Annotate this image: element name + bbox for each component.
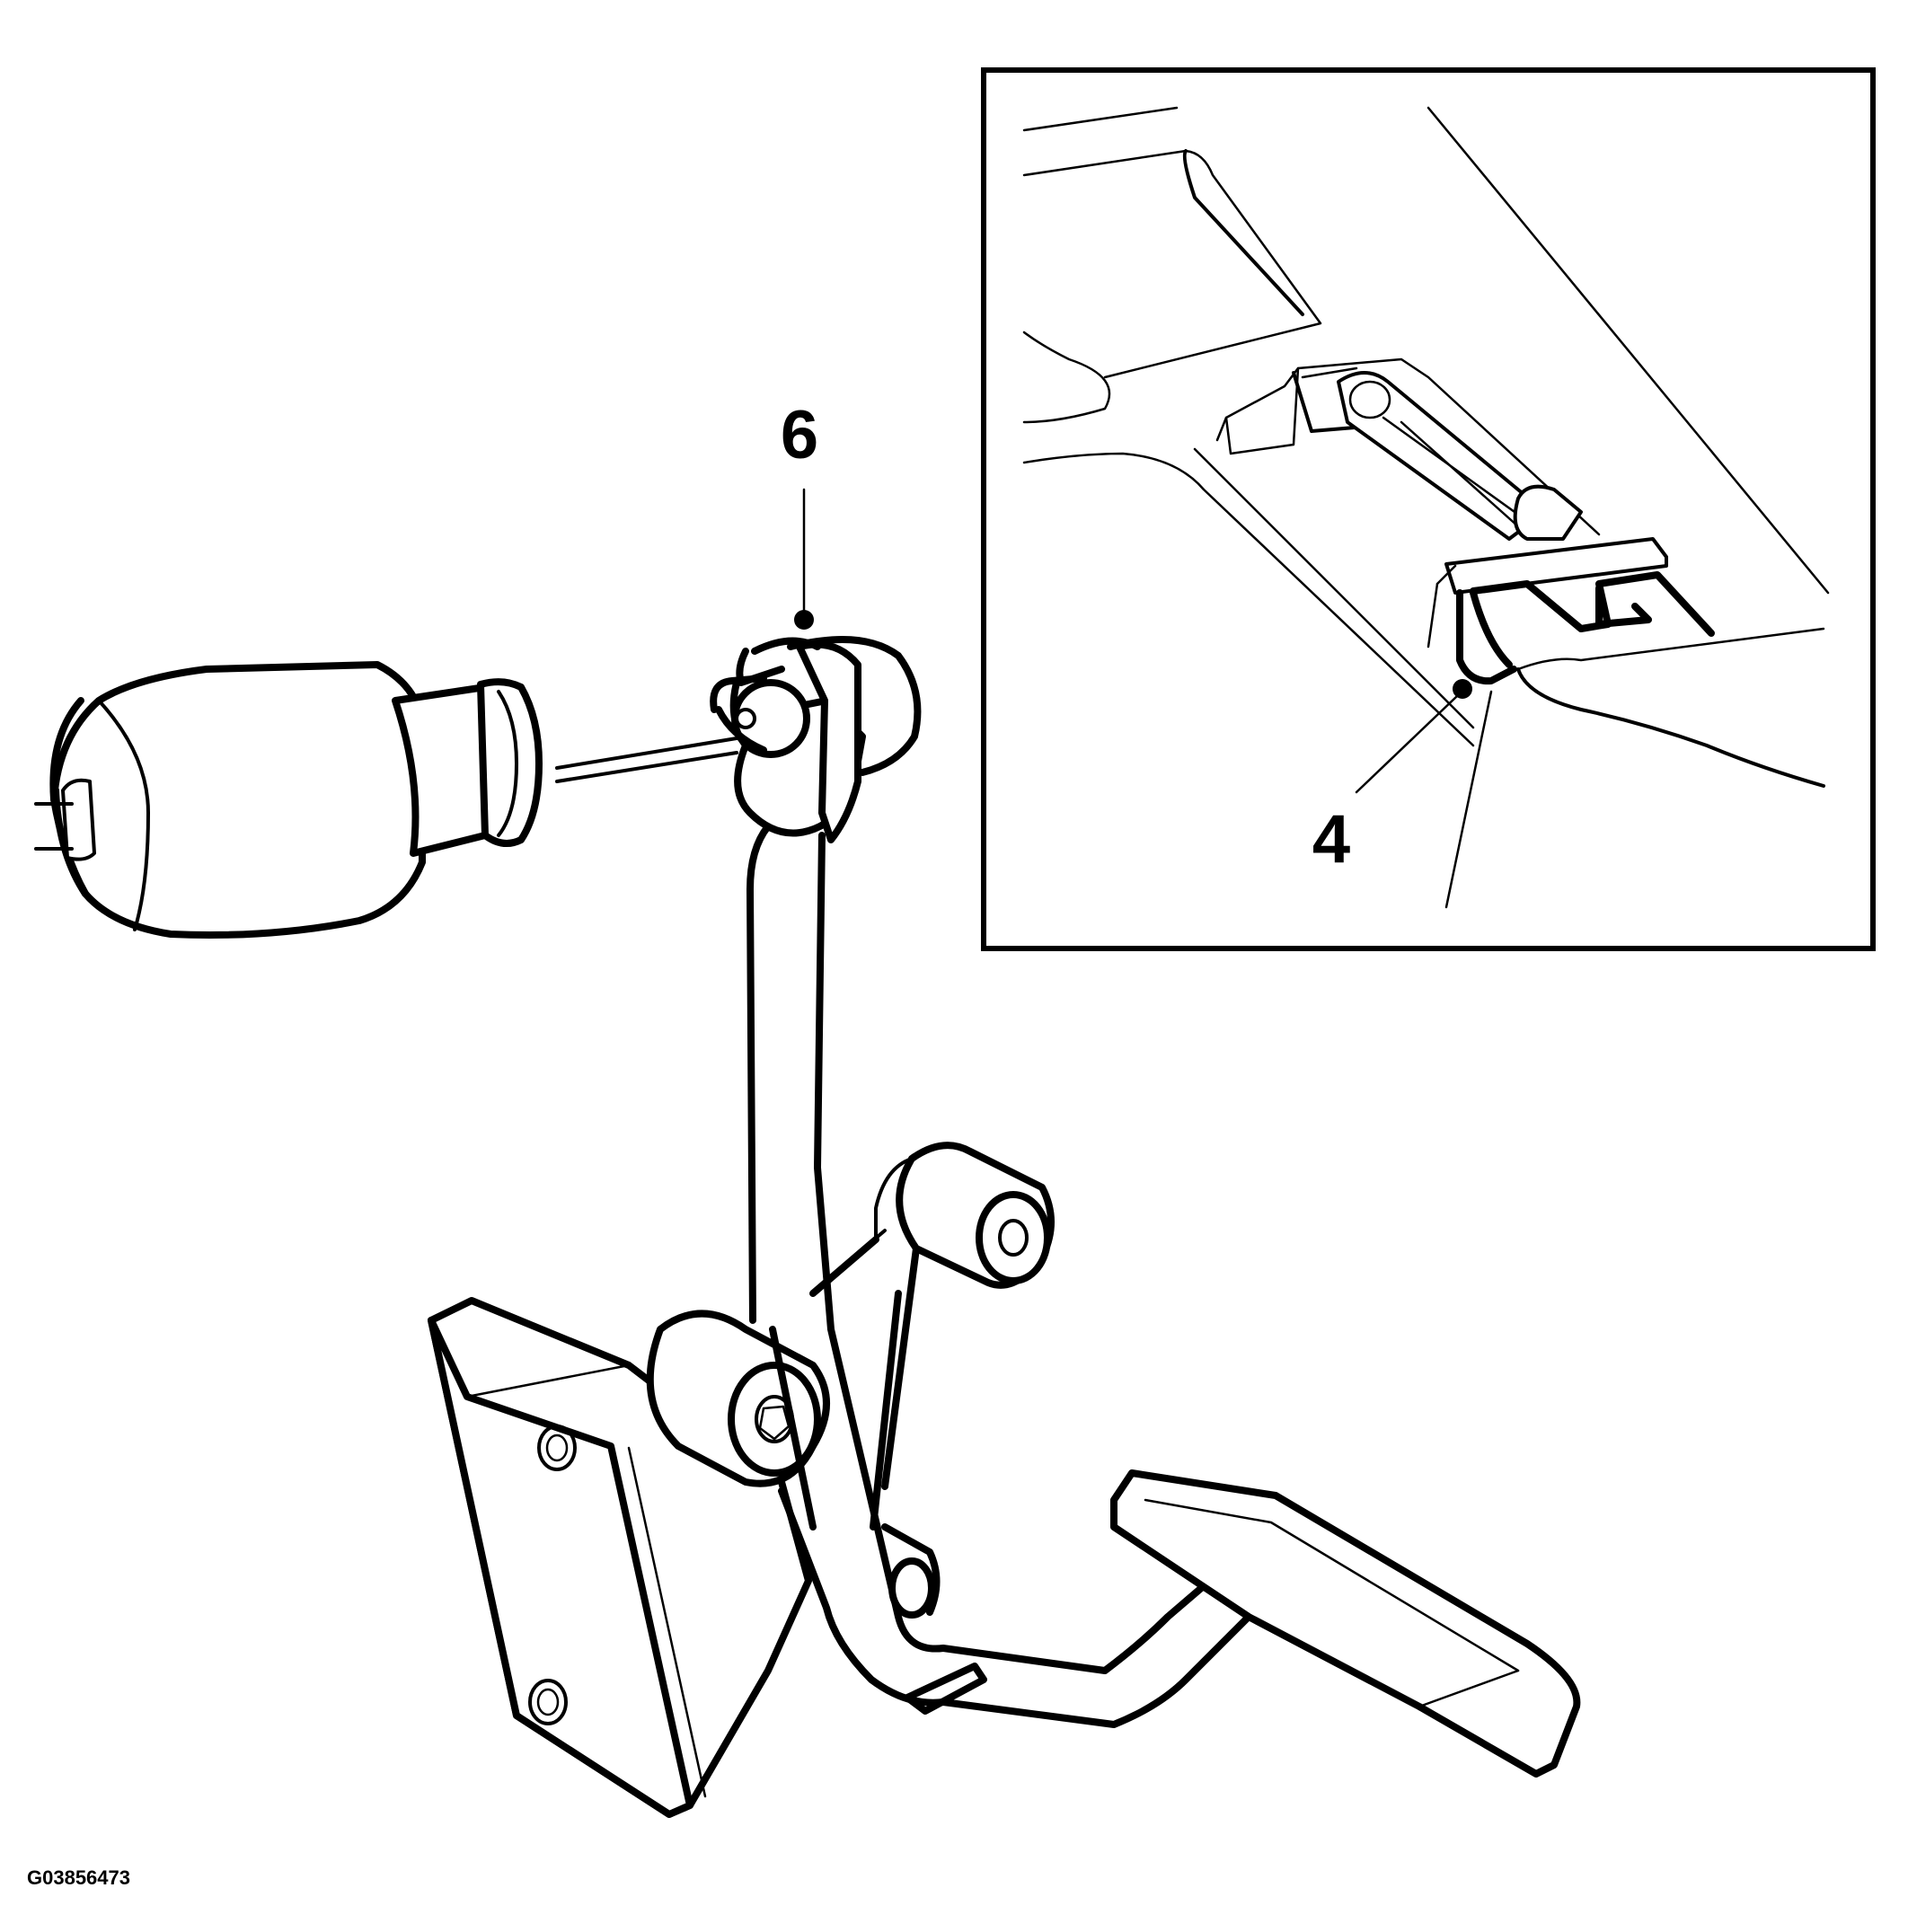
pedal-pad (1110, 1469, 1581, 1778)
detail-inset: 4 (981, 67, 1876, 951)
upper-bushing (874, 1142, 1055, 1289)
callout-6-label: 6 (781, 397, 818, 473)
lever-clevis (710, 636, 922, 843)
pedal-lever (746, 823, 1252, 1728)
push-rod (555, 737, 738, 770)
cylinder-body (34, 661, 543, 939)
pedal-assembly-illustration (34, 636, 1581, 1818)
pivot-bushing (646, 1310, 830, 1487)
mounting-bracket (428, 1297, 812, 1818)
inset-frame (981, 67, 1876, 951)
callout-6: 6 (781, 397, 818, 630)
figure-code: G03856473 (27, 1866, 130, 1889)
callout-4-label: 4 (1312, 801, 1350, 878)
secondary-arm (809, 1229, 920, 1531)
callout-4: 4 (1312, 679, 1472, 878)
